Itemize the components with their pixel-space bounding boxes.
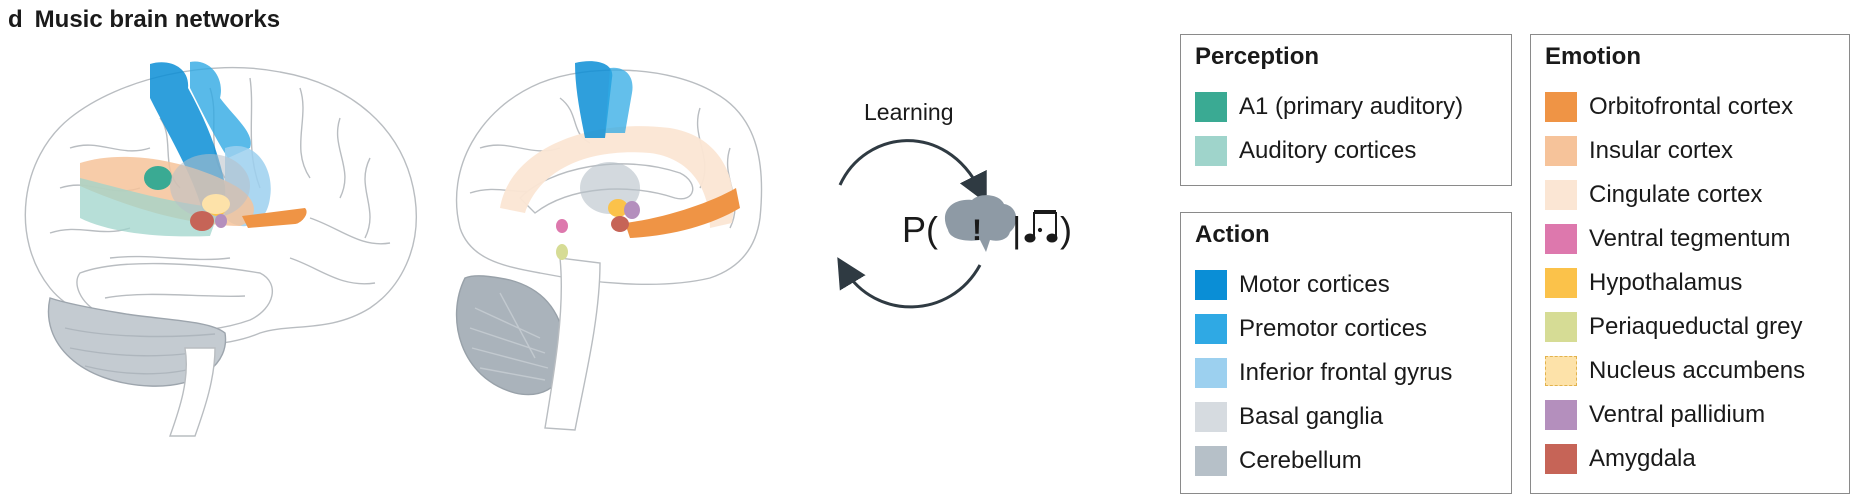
- legend-item: A1 (primary auditory): [1195, 85, 1463, 129]
- premotor-cortex-region: [190, 61, 251, 158]
- lateral-region-overlays: [80, 61, 307, 237]
- cerebellum-outline: [47, 297, 227, 387]
- legend-label: Premotor cortices: [1239, 315, 1428, 342]
- legend-label: Cerebellum: [1239, 447, 1362, 474]
- legend-label: Auditory cortices: [1239, 137, 1417, 164]
- legend-item: Insular cortex: [1545, 129, 1805, 173]
- medial-brainstem-outline: [544, 257, 601, 431]
- legend-label: Motor cortices: [1239, 271, 1390, 298]
- legend-label: Periaqueductal grey: [1589, 313, 1803, 340]
- hypothalamus-swatch: [1545, 268, 1577, 298]
- cycle-arrows: P( ! | ) Learning: [837, 99, 1072, 309]
- panel-letter: d: [8, 6, 23, 33]
- lateral-brain-illustration: [24, 61, 417, 437]
- a1-swatch: [1195, 92, 1227, 122]
- perception-heading: Perception: [1195, 43, 1320, 70]
- orbitofrontal-cortex-swatch: [1545, 92, 1577, 122]
- legend-item: Amygdala: [1545, 437, 1805, 481]
- learning-cycle: P( ! | ) Learning: [830, 90, 1130, 330]
- legend-label: Ventral pallidium: [1589, 401, 1766, 428]
- formula-separator: |: [1012, 209, 1021, 250]
- top-cycle-arrow: [838, 139, 987, 204]
- medial-hypothalamus-region: [608, 199, 628, 217]
- amygdala-region: [190, 211, 214, 231]
- legend-item: Ventral pallidium: [1545, 393, 1805, 437]
- nucleus-accumbens-region: [202, 194, 230, 214]
- formula-symbol: !: [972, 214, 982, 247]
- legend-label: Insular cortex: [1589, 137, 1734, 164]
- formula-prefix: P(: [902, 209, 938, 250]
- periaqueductal-grey-swatch: [1545, 312, 1577, 342]
- legend-item: Periaqueductal grey: [1545, 305, 1805, 349]
- insular-cortex-swatch: [1545, 136, 1577, 166]
- emotion-list: Orbitofrontal cortex Insular cortex Cing…: [1545, 85, 1805, 481]
- auditory-cortex-region: [80, 178, 220, 237]
- legend-item: Auditory cortices: [1195, 129, 1463, 173]
- legend-label: A1 (primary auditory): [1239, 93, 1464, 120]
- cingulate-cortex-swatch: [1545, 180, 1577, 210]
- emotion-heading: Emotion: [1545, 43, 1641, 70]
- medial-motor-region: [575, 61, 613, 138]
- amygdala-swatch: [1545, 444, 1577, 474]
- nucleus-accumbens-swatch: [1545, 356, 1577, 386]
- legend-item: Cerebellum: [1195, 439, 1452, 483]
- medial-premotor-region: [605, 67, 633, 133]
- ventral-pallidium-swatch: [1545, 400, 1577, 430]
- legend-label: Nucleus accumbens: [1589, 357, 1806, 384]
- legend-item: Orbitofrontal cortex: [1545, 85, 1805, 129]
- medial-ventral-pallidum-region: [624, 201, 640, 219]
- figure-title: d Music brain networks: [8, 6, 280, 34]
- learning-label: Learning: [864, 99, 954, 125]
- legend-label: Amygdala: [1589, 445, 1696, 472]
- premotor-cortices-swatch: [1195, 314, 1227, 344]
- formula-suffix: ): [1060, 209, 1072, 250]
- legend-label: Orbitofrontal cortex: [1589, 93, 1794, 120]
- legend-item: Cingulate cortex: [1545, 173, 1805, 217]
- legend-item: Nucleus accumbens: [1545, 349, 1805, 393]
- legend-item: Inferior frontal gyrus: [1195, 351, 1452, 395]
- emotion-legend: Emotion Orbitofrontal cortex Insular cor…: [1530, 34, 1850, 494]
- medial-brain-illustration: [455, 61, 763, 431]
- perception-legend: Perception A1 (primary auditory) Auditor…: [1180, 34, 1512, 186]
- action-heading: Action: [1195, 221, 1270, 248]
- legend-label: Hypothalamus: [1589, 269, 1743, 296]
- medial-periaqueductal-grey-region: [556, 244, 568, 260]
- brainstem-outline: [169, 347, 216, 437]
- a1-region: [144, 166, 172, 190]
- medial-cingulate-region: [500, 126, 734, 228]
- legend-item: Hypothalamus: [1545, 261, 1805, 305]
- auditory-cortices-swatch: [1195, 136, 1227, 166]
- legend-item: Basal ganglia: [1195, 395, 1452, 439]
- legend-label: Ventral tegmentum: [1589, 225, 1791, 252]
- medial-amygdala-region: [611, 216, 629, 232]
- bottom-cycle-arrow: [837, 257, 982, 309]
- ventral-pallidum-region: [215, 214, 227, 228]
- ventral-tegmentum-swatch: [1545, 224, 1577, 254]
- orbitofrontal-region: [242, 208, 307, 228]
- medial-basal-ganglia-region: [580, 162, 640, 214]
- legend-label: Cingulate cortex: [1589, 181, 1763, 208]
- brain-glyph-icon: [944, 195, 1017, 252]
- legend-label: Inferior frontal gyrus: [1239, 359, 1453, 386]
- motor-cortices-swatch: [1195, 270, 1227, 300]
- legend-item: Premotor cortices: [1195, 307, 1452, 351]
- action-list: Motor cortices Premotor cortices Inferio…: [1195, 263, 1452, 483]
- legend-label: Basal ganglia: [1239, 403, 1384, 430]
- medial-orbitofrontal-region: [625, 188, 740, 238]
- medial-ventral-tegmentum-region: [556, 219, 568, 233]
- panel-title-text: Music brain networks: [34, 6, 281, 33]
- inferior-frontal-gyrus-swatch: [1195, 358, 1227, 388]
- medial-region-overlays: [500, 61, 740, 260]
- basal-ganglia-swatch: [1195, 402, 1227, 432]
- music-notes-icon: [1024, 210, 1058, 243]
- legend-item: Motor cortices: [1195, 263, 1452, 307]
- perception-list: A1 (primary auditory) Auditory cortices: [1195, 85, 1463, 173]
- legend-item: Ventral tegmentum: [1545, 217, 1805, 261]
- medial-cerebellum-outline: [455, 275, 567, 396]
- cerebellum-swatch: [1195, 446, 1227, 476]
- action-legend: Action Motor cortices Premotor cortices …: [1180, 212, 1512, 494]
- basal-ganglia-region: [170, 154, 250, 218]
